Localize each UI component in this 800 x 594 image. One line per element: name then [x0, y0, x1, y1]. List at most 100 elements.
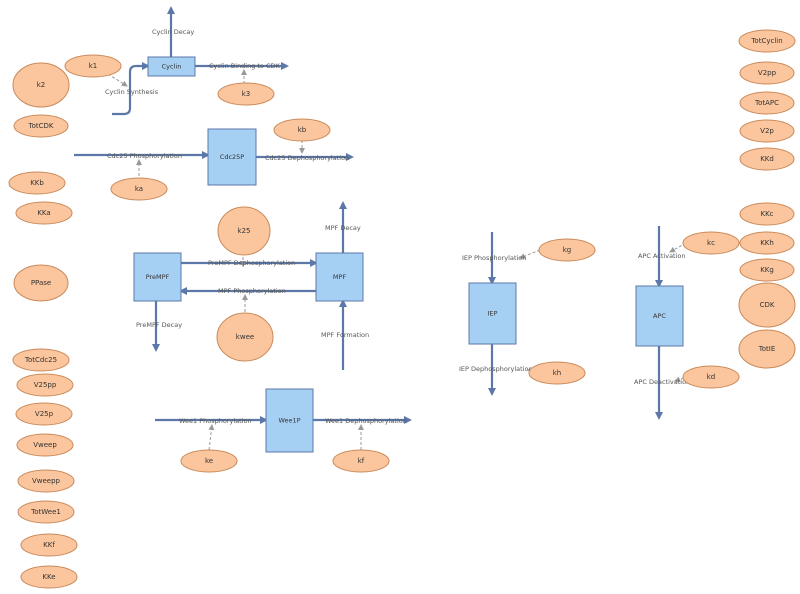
stock-wee1p-label: Wee1P — [278, 417, 300, 425]
svg-text:kb: kb — [298, 126, 307, 134]
svg-text:k25: k25 — [238, 227, 251, 235]
premf-decay-label: PreMPF Decay — [136, 321, 182, 329]
svg-text:kc: kc — [707, 239, 715, 247]
param-totcyclin[interactable]: TotCyclin — [738, 29, 796, 53]
param-kwee[interactable]: kwee — [216, 312, 274, 362]
param-totie[interactable]: TotIE — [738, 329, 796, 369]
flow-labels: Cyclin Decay Cyclin Binding to CDK Cycli… — [105, 28, 690, 425]
param-ka[interactable]: ka — [110, 177, 168, 201]
ke-link — [208, 424, 215, 451]
mpf-phos-label: MPF Phosphorylation — [218, 287, 286, 295]
param-v25pp[interactable]: V25pp — [16, 373, 74, 397]
mpf-formation-label: MPF Formation — [321, 331, 369, 339]
param-totapc[interactable]: TotAPC — [739, 91, 795, 115]
svg-text:KKe: KKe — [42, 573, 55, 581]
kd-link — [674, 376, 685, 383]
cyclin-decay-label: Cyclin Decay — [152, 28, 194, 36]
param-totcdk[interactable]: TotCDK — [13, 114, 69, 138]
svg-text:KKb: KKb — [30, 179, 44, 187]
param-v2pp[interactable]: V2pp — [739, 61, 795, 85]
stock-iep[interactable]: IEP — [468, 282, 517, 345]
svg-text:KKc: KKc — [760, 210, 773, 218]
kg-link — [519, 249, 541, 259]
svg-text:kh: kh — [553, 369, 562, 377]
svg-text:KKa: KKa — [37, 209, 50, 217]
svg-text:Vweepp: Vweepp — [32, 477, 61, 485]
svg-text:V25pp: V25pp — [34, 381, 57, 389]
stock-premf-label: PreMPF — [146, 273, 170, 281]
param-ppase[interactable]: PPase — [13, 264, 69, 302]
stock-cdc25p-label: Cdc25P — [220, 153, 245, 161]
iep-dephos-label: IEP Dephosphorylation — [459, 365, 533, 373]
param-totwee1[interactable]: TotWee1 — [17, 500, 75, 524]
param-k2[interactable]: k2 — [12, 62, 70, 108]
premf-dephos-label: PreMPF Dephosphorylation — [208, 259, 295, 267]
param-kd[interactable]: kd — [682, 365, 740, 389]
cdc25-phos-label: Cdc25 Phosphorylation — [107, 152, 182, 160]
cyclin-binding-label: Cyclin Binding to CDK — [209, 62, 281, 70]
svg-text:TotAPC: TotAPC — [754, 99, 779, 107]
param-vweep[interactable]: Vweep — [16, 433, 74, 457]
stock-cyclin[interactable]: Cyclin — [147, 56, 196, 77]
param-kc[interactable]: kc — [682, 231, 740, 255]
svg-text:TotCdc25: TotCdc25 — [24, 356, 57, 364]
stock-cdc25p[interactable]: Cdc25P — [207, 128, 257, 186]
mpf-decay-label: MPF Decay — [325, 224, 361, 232]
param-kkd[interactable]: KKd — [739, 147, 795, 171]
stock-cyclin-label: Cyclin — [162, 63, 182, 71]
stock-mpf[interactable]: MPF — [315, 252, 364, 302]
param-v2p[interactable]: V2p — [739, 119, 795, 143]
svg-text:TotWee1: TotWee1 — [30, 508, 61, 516]
svg-text:TotIE: TotIE — [758, 345, 776, 353]
svg-text:k2: k2 — [37, 81, 46, 89]
stock-premf[interactable]: PreMPF — [133, 252, 182, 302]
param-kkf[interactable]: KKf — [20, 533, 78, 557]
param-kkh[interactable]: KKh — [739, 231, 795, 255]
svg-text:kwee: kwee — [236, 333, 254, 341]
param-k3[interactable]: k3 — [217, 82, 275, 106]
svg-text:V25p: V25p — [35, 410, 54, 418]
svg-text:KKh: KKh — [760, 239, 774, 247]
svg-text:TotCyclin: TotCyclin — [750, 37, 782, 45]
param-k25[interactable]: k25 — [217, 206, 271, 256]
stock-wee1p[interactable]: Wee1P — [265, 388, 314, 453]
svg-text:KKd: KKd — [760, 155, 774, 163]
param-kkg[interactable]: KKg — [739, 258, 795, 282]
param-kh[interactable]: kh — [528, 361, 586, 385]
stock-apc[interactable]: APC — [635, 285, 684, 347]
param-kkb[interactable]: KKb — [8, 171, 66, 195]
svg-text:kf: kf — [358, 457, 365, 465]
param-kka[interactable]: KKa — [15, 201, 73, 225]
param-v25p[interactable]: V25p — [15, 402, 73, 426]
stocks: Cyclin Cdc25P PreMPF MPF Wee1P IEP APC — [133, 56, 684, 453]
svg-text:V2p: V2p — [760, 127, 774, 135]
param-k1[interactable]: k1 — [64, 54, 122, 78]
svg-text:CDK: CDK — [760, 301, 775, 309]
stock-mpf-label: MPF — [333, 273, 347, 281]
cyclin-synthesis-flow — [112, 62, 150, 116]
svg-text:Vweep: Vweep — [33, 441, 57, 449]
param-cdk[interactable]: CDK — [738, 282, 796, 328]
svg-text:PPase: PPase — [31, 279, 51, 287]
param-kke[interactable]: KKe — [20, 565, 78, 589]
svg-text:kd: kd — [707, 373, 716, 381]
param-kf[interactable]: kf — [332, 449, 390, 473]
flow-pipes — [74, 6, 663, 424]
svg-text:KKg: KKg — [760, 266, 774, 274]
cyclin-synthesis-label: Cyclin Synthesis — [105, 88, 159, 96]
param-kb[interactable]: kb — [273, 118, 331, 142]
parameters: k2 TotCDK KKb KKa PPase TotCdc25 V25pp V… — [8, 29, 796, 589]
kc-link — [669, 242, 687, 253]
svg-text:TotCDK: TotCDK — [28, 122, 54, 130]
svg-text:V2pp: V2pp — [758, 69, 777, 77]
param-kg[interactable]: kg — [538, 238, 596, 262]
param-vweepp[interactable]: Vweepp — [17, 469, 75, 493]
param-totcdc25[interactable]: TotCdc25 — [12, 348, 70, 372]
param-ke[interactable]: ke — [180, 449, 238, 473]
svg-text:ke: ke — [205, 457, 213, 465]
k1-link — [107, 73, 128, 87]
influence-links — [107, 69, 687, 451]
param-kkc[interactable]: KKc — [739, 202, 795, 226]
svg-text:ka: ka — [135, 185, 143, 193]
